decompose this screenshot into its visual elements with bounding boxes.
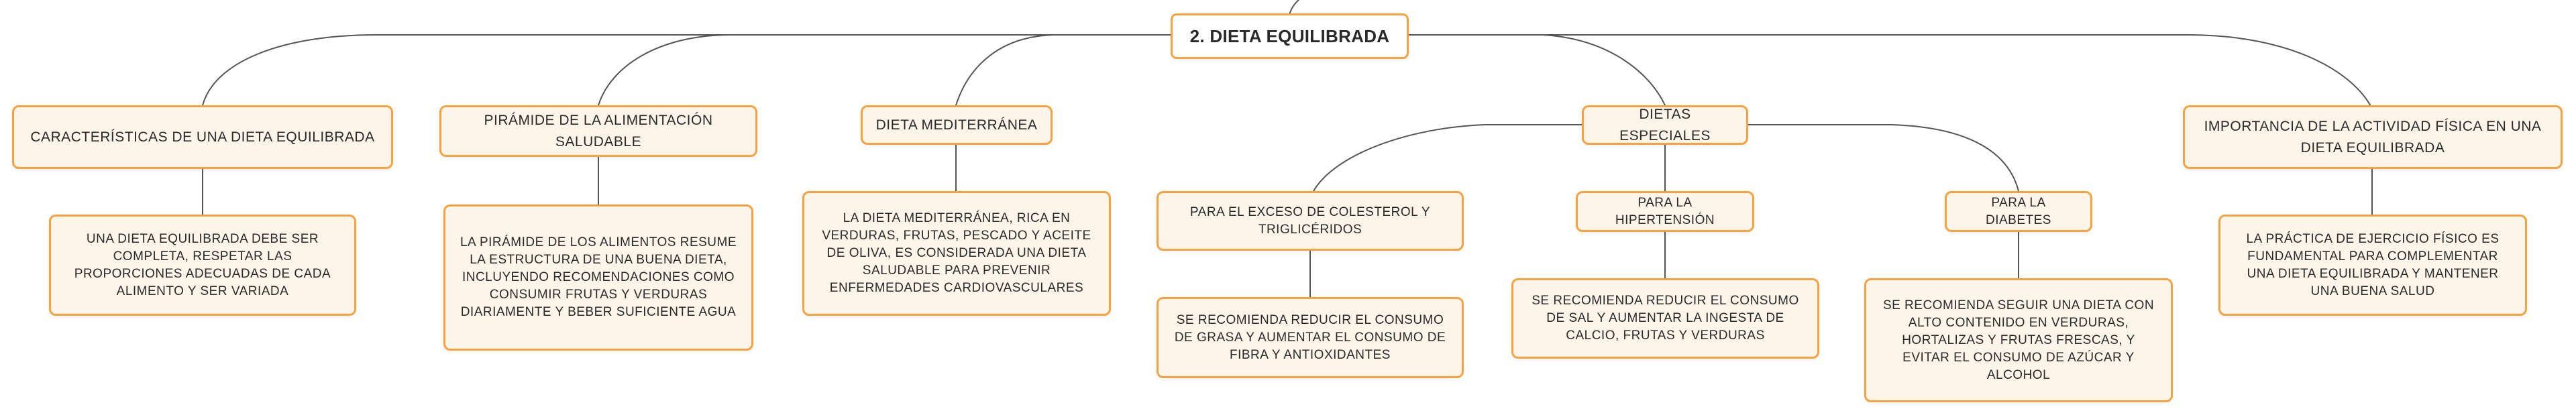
detail-text: UNA DIETA EQUILIBRADA DEBE SER COMPLETA,…	[74, 231, 331, 298]
sub-label: PARA LA DIABETES	[1986, 195, 2051, 227]
detail-text: SE RECOMIENDA REDUCIR EL CONSUMO DE SAL …	[1532, 294, 1799, 343]
detail-text: LA PIRÁMIDE DE LOS ALIMENTOS RESUME LA E…	[460, 235, 737, 319]
branch-label: DIETAS ESPECIALES	[1619, 106, 1711, 143]
sub-hipertension[interactable]: PARA LA HIPERTENSIÓN	[1576, 191, 1754, 232]
detail-piramide[interactable]: LA PIRÁMIDE DE LOS ALIMENTOS RESUME LA E…	[443, 204, 753, 351]
sub-label: PARA EL EXCESO DE COLESTEROL Y TRIGLICÉR…	[1189, 204, 1431, 237]
detail-actividad[interactable]: LA PRÁCTICA DE EJERCICIO FÍSICO ES FUNDA…	[2218, 215, 2527, 316]
detail-mediterranea[interactable]: LA DIETA MEDITERRÁNEA, RICA EN VERDURAS,…	[802, 191, 1111, 316]
detail-text: LA PRÁCTICA DE EJERCICIO FÍSICO ES FUNDA…	[2246, 231, 2500, 298]
link-root-parent-stub	[1289, 0, 1299, 15]
detail-text: LA DIETA MEDITERRÁNEA, RICA EN VERDURAS,…	[822, 211, 1091, 295]
link-root-caracteristicas	[202, 34, 1171, 106]
detail-caracteristicas[interactable]: UNA DIETA EQUILIBRADA DEBE SER COMPLETA,…	[49, 215, 356, 316]
detail-hipertension[interactable]: SE RECOMIENDA REDUCIR EL CONSUMO DE SAL …	[1511, 278, 1819, 359]
root-label: 2. DIETA EQUILIBRADA	[1189, 25, 1390, 46]
link-especiales-diabetes	[1748, 124, 2019, 192]
link-root-mediterranea	[955, 34, 1171, 106]
branch-piramide[interactable]: PIRÁMIDE DE LA ALIMENTACIÓN SALUDABLE	[439, 105, 757, 157]
sub-label: PARA LA HIPERTENSIÓN	[1615, 195, 1715, 227]
root-node[interactable]: 2. DIETA EQUILIBRADA	[1171, 13, 1409, 59]
link-root-piramide	[598, 34, 1171, 106]
branch-actividad[interactable]: IMPORTANCIA DE LA ACTIVIDAD FÍSICA EN UN…	[2183, 105, 2563, 169]
branch-label: DIETA MEDITERRÁNEA	[875, 117, 1038, 133]
link-root-especiales	[1409, 34, 1666, 106]
branch-especiales[interactable]: DIETAS ESPECIALES	[1582, 105, 1748, 145]
branch-mediterranea[interactable]: DIETA MEDITERRÁNEA	[861, 105, 1053, 145]
detail-text: SE RECOMIENDA SEGUIR UNA DIETA CON ALTO …	[1882, 298, 2155, 382]
link-especiales-colesterol	[1313, 124, 1582, 192]
detail-colesterol[interactable]: SE RECOMIENDA REDUCIR EL CONSUMO DE GRAS…	[1157, 297, 1464, 378]
detail-diabetes[interactable]: SE RECOMIENDA SEGUIR UNA DIETA CON ALTO …	[1864, 278, 2173, 402]
branch-label: IMPORTANCIA DE LA ACTIVIDAD FÍSICA EN UN…	[2204, 118, 2542, 156]
detail-text: SE RECOMIENDA REDUCIR EL CONSUMO DE GRAS…	[1174, 312, 1446, 362]
sub-diabetes[interactable]: PARA LA DIABETES	[1945, 191, 2092, 232]
branch-caracteristicas[interactable]: CARACTERÍSTICAS DE UNA DIETA EQUILIBRADA	[12, 105, 393, 169]
link-root-actividad	[1409, 34, 2373, 109]
sub-colesterol[interactable]: PARA EL EXCESO DE COLESTEROL Y TRIGLICÉR…	[1157, 191, 1464, 251]
branch-label: PIRÁMIDE DE LA ALIMENTACIÓN SALUDABLE	[484, 112, 713, 150]
branch-label: CARACTERÍSTICAS DE UNA DIETA EQUILIBRADA	[30, 129, 375, 145]
